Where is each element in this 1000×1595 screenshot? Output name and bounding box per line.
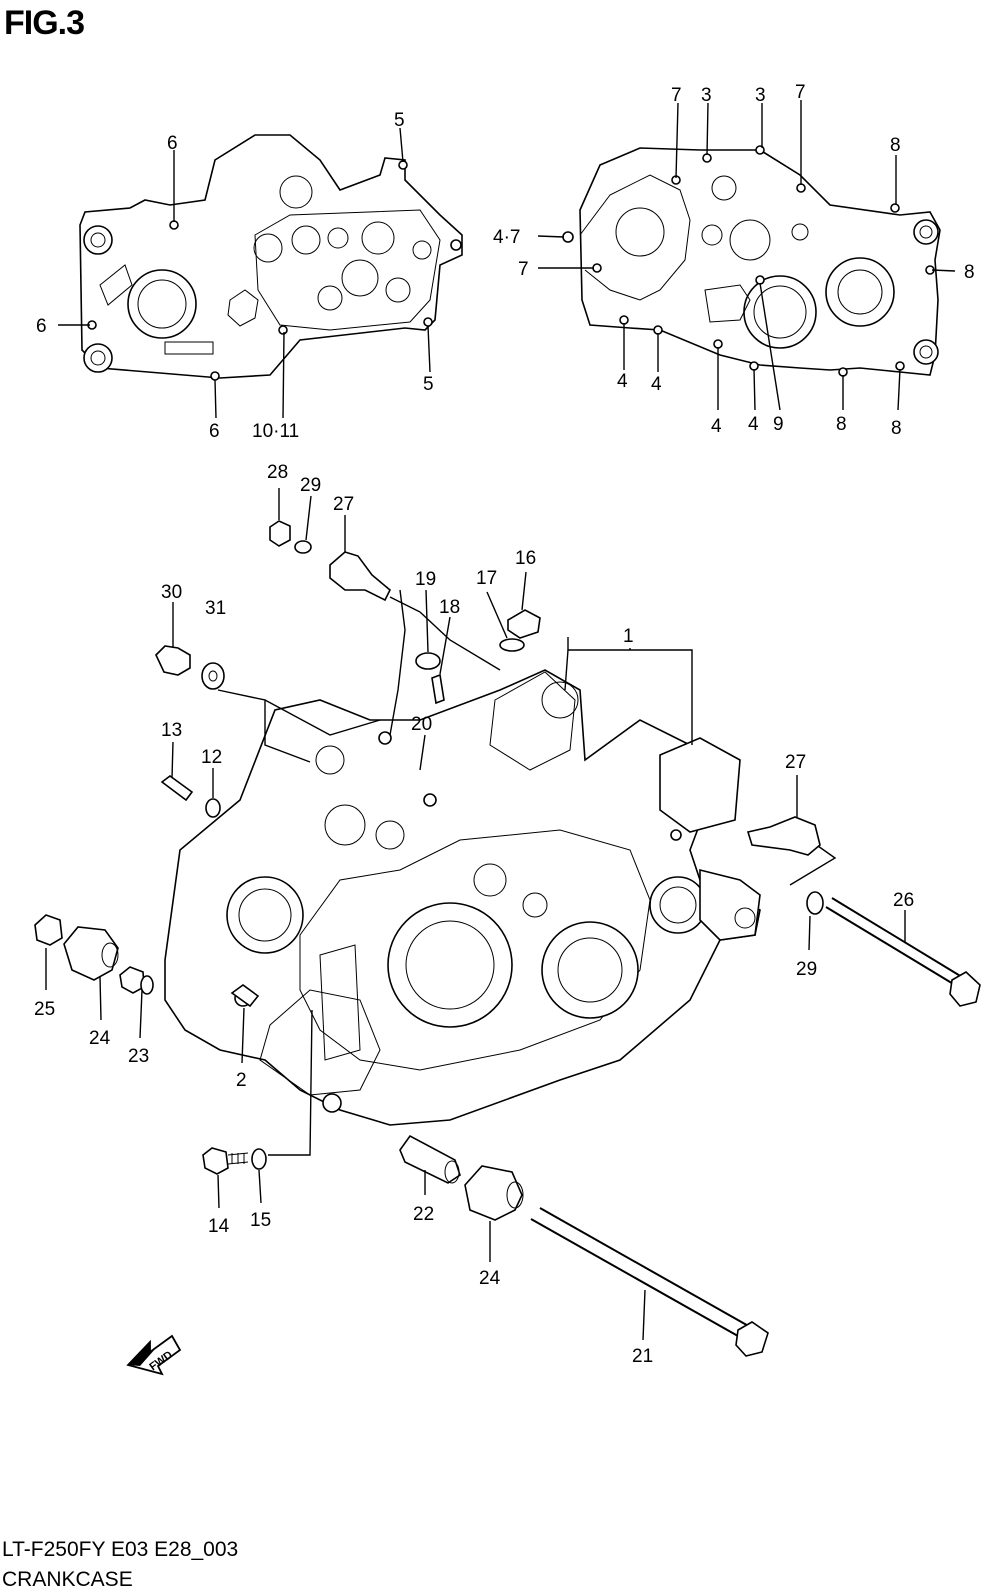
callout-16: 16 bbox=[515, 548, 536, 569]
callout-25: 25 bbox=[34, 999, 55, 1020]
callout-28: 28 bbox=[267, 462, 288, 483]
callout-4-7: 4·7 bbox=[493, 227, 520, 248]
callout-29: 29 bbox=[300, 475, 321, 496]
callout-22: 22 bbox=[413, 1204, 434, 1225]
callout-30: 30 bbox=[161, 582, 182, 603]
callout-8: 8 bbox=[891, 418, 902, 439]
callout-3: 3 bbox=[701, 85, 712, 106]
callout-8: 8 bbox=[890, 135, 901, 156]
callout-10-11: 10·11 bbox=[252, 421, 299, 442]
callout-9: 9 bbox=[773, 414, 784, 435]
callout-5: 5 bbox=[394, 110, 405, 131]
callout-7: 7 bbox=[795, 82, 806, 103]
callout-labels: 6 5 6 5 6 10·11 7 3 3 7 8 4·7 7 8 4 4 4 … bbox=[34, 82, 975, 1367]
callout-4: 4 bbox=[617, 371, 628, 392]
callout-24: 24 bbox=[479, 1268, 501, 1289]
callout-19: 19 bbox=[415, 569, 436, 590]
callout-13: 13 bbox=[161, 720, 182, 741]
callout-24: 24 bbox=[89, 1028, 111, 1049]
diagram-section-name: CRANKCASE bbox=[2, 1568, 133, 1591]
callout-8: 8 bbox=[964, 262, 975, 283]
callout-7: 7 bbox=[518, 259, 529, 280]
callout-2: 2 bbox=[236, 1070, 247, 1091]
main-crankcase-assembly bbox=[164, 669, 761, 1126]
callout-23: 23 bbox=[128, 1046, 149, 1067]
callout-6: 6 bbox=[36, 316, 47, 337]
callout-17: 17 bbox=[476, 568, 497, 589]
callout-6: 6 bbox=[167, 133, 178, 154]
callout-21: 21 bbox=[632, 1346, 653, 1367]
callout-20: 20 bbox=[411, 714, 432, 735]
callout-27: 27 bbox=[333, 494, 354, 515]
diagram-model-code: LT-F250FY E03 E28_003 bbox=[2, 1538, 239, 1561]
callout-4: 4 bbox=[651, 374, 662, 395]
callout-18: 18 bbox=[439, 597, 460, 618]
callout-29: 29 bbox=[796, 959, 817, 980]
callout-31: 31 bbox=[205, 598, 226, 619]
hardware-parts bbox=[34, 520, 981, 1357]
callout-4: 4 bbox=[711, 416, 722, 437]
leader-lines bbox=[45, 100, 956, 1341]
callout-5: 5 bbox=[423, 374, 434, 395]
fwd-arrow-icon: FWD bbox=[126, 1334, 182, 1376]
figure-title: FIG.3 bbox=[4, 4, 85, 42]
callout-7: 7 bbox=[671, 85, 682, 106]
callout-15: 15 bbox=[250, 1210, 271, 1231]
callout-26: 26 bbox=[893, 890, 914, 911]
callout-6: 6 bbox=[209, 421, 220, 442]
callout-14: 14 bbox=[208, 1216, 230, 1237]
left-crankcase-half bbox=[79, 134, 463, 381]
callout-3: 3 bbox=[755, 85, 766, 106]
right-crankcase-half bbox=[562, 145, 941, 377]
callout-1: 1 bbox=[623, 626, 634, 647]
callout-4: 4 bbox=[748, 414, 759, 435]
callout-27: 27 bbox=[785, 752, 806, 773]
callout-8: 8 bbox=[836, 414, 847, 435]
callout-12: 12 bbox=[201, 747, 222, 768]
